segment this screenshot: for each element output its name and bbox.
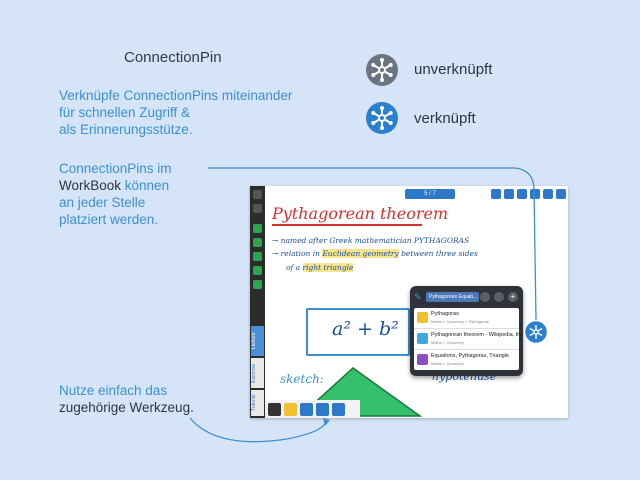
intro-text: Verknüpfe ConnectionPins miteinander für… — [59, 87, 292, 138]
list-item[interactable]: Pythagorean theorem - Wikipedia, the Mat… — [414, 329, 523, 350]
green-tool-5[interactable] — [253, 280, 262, 289]
workbook-highlight: WorkBook — [59, 178, 122, 193]
note-heading: Pythagorean theorem — [272, 204, 449, 223]
list-item-title: Pythagorean theorem - Wikipedia, the — [431, 332, 524, 338]
page-icon[interactable] — [504, 189, 514, 199]
unlinked-label: unverknüpft — [414, 61, 493, 78]
list-item-title: Pythagoras — [431, 311, 459, 317]
add-icon[interactable] — [517, 189, 527, 199]
highlighter-tool-icon[interactable] — [284, 403, 297, 416]
popup-lock-icon[interactable] — [480, 292, 490, 302]
placement-line-2: WorkBook können — [59, 177, 172, 194]
popup-delete-icon[interactable] — [494, 292, 504, 302]
green-tool-4[interactable] — [253, 266, 262, 275]
list-item[interactable]: Equations, Pythagoras, Triangle Maths > … — [414, 350, 519, 370]
bullet-2-b: between three sides — [398, 249, 478, 258]
tool-bar — [265, 400, 360, 418]
linked-label: verknüpft — [414, 110, 476, 127]
connectionpin-popup: ✎ Pythagorean Equati... + Pythagoras Mat… — [410, 286, 523, 376]
hand-tool-icon[interactable] — [332, 403, 345, 416]
placement-line-2-rest: können — [121, 178, 170, 193]
page-indicator: 5 / 7 — [424, 191, 436, 197]
share-icon[interactable] — [530, 189, 540, 199]
list-item-subtitle: Maths > Geometry > Pythagoras — [431, 319, 489, 324]
note-bullet-3: of a right triangle — [286, 263, 354, 272]
web-icon — [417, 333, 428, 344]
connectionpin-tool-icon[interactable] — [316, 403, 329, 416]
tool-line-1: Nutze einfach das — [59, 383, 168, 398]
tool-text: Nutze einfach das zugehörige Werkzeug. — [59, 382, 194, 416]
intro-line-1: Verknüpfe ConnectionPins miteinander — [59, 88, 293, 103]
workbook-icon — [417, 354, 428, 365]
list-item[interactable]: Pythagoras Maths > Geometry > Pythagoras — [414, 308, 519, 329]
placement-line-3: an jeder Stelle — [59, 195, 146, 210]
green-tool-2[interactable] — [253, 238, 262, 247]
tool-line-2: zugehörige Werkzeug. — [59, 400, 194, 415]
connection-pin-icon[interactable] — [524, 320, 548, 344]
list-item-subtitle: Maths > Geometry — [431, 340, 465, 345]
note-bullet-2: → relation in Euclidean geometry between… — [272, 249, 478, 258]
note-bullet-1: → named after Greek mathematician PYTHAG… — [272, 236, 470, 245]
app-toolbar: 5 / 7 — [265, 186, 568, 202]
popup-add-icon[interactable]: + — [508, 292, 518, 302]
green-tool-1[interactable] — [253, 224, 262, 233]
formula-text: a² + b² — [332, 318, 399, 340]
view-icon[interactable] — [491, 189, 501, 199]
pencil-icon[interactable]: ✎ — [414, 292, 422, 302]
pen-tool-icon[interactable] — [268, 403, 281, 416]
home-icon[interactable] — [253, 190, 262, 199]
note-icon — [417, 312, 428, 323]
popup-link-list: Pythagoras Maths > Geometry > Pythagoras… — [414, 308, 523, 370]
sketch-label: sketch: — [280, 372, 324, 386]
linked-pin-icon — [365, 101, 399, 135]
formula-box: a² + b² — [306, 308, 410, 356]
app-sidebar: Lecture Exercise Tutorial — [250, 186, 265, 418]
bullet-2-a: → relation in — [272, 249, 323, 258]
app-screenshot: Lecture Exercise Tutorial 5 / 7 Pythagor… — [250, 186, 568, 418]
eraser-tool-icon[interactable] — [300, 403, 313, 416]
placement-line-4: platziert werden. — [59, 212, 159, 227]
undo-icon[interactable] — [543, 189, 553, 199]
popup-search-field[interactable]: Pythagorean Equati... — [426, 292, 479, 302]
heading-underline — [272, 224, 422, 226]
unlinked-pin-icon — [365, 53, 399, 87]
page-title: ConnectionPin — [124, 49, 222, 66]
intro-line-3: als Erinnerungsstütze. — [59, 122, 193, 137]
green-tool-3[interactable] — [253, 252, 262, 261]
bullet-2-highlight: Euclidean geometry — [322, 249, 399, 258]
bullet-3-a: of a — [286, 263, 303, 272]
edit-icon[interactable] — [253, 204, 262, 213]
list-item-title: Equations, Pythagoras, Triangle — [431, 353, 509, 359]
page-navigator[interactable]: 5 / 7 — [405, 189, 455, 199]
placement-line-1: ConnectionPins im — [59, 161, 172, 176]
list-item-subtitle: Maths > Geometry — [431, 361, 465, 366]
placement-text: ConnectionPins im WorkBook können an jed… — [59, 160, 172, 228]
bullet-3-highlight: right triangle — [302, 263, 354, 272]
intro-line-2: für schnellen Zugriff & — [59, 105, 191, 120]
redo-icon[interactable] — [556, 189, 566, 199]
